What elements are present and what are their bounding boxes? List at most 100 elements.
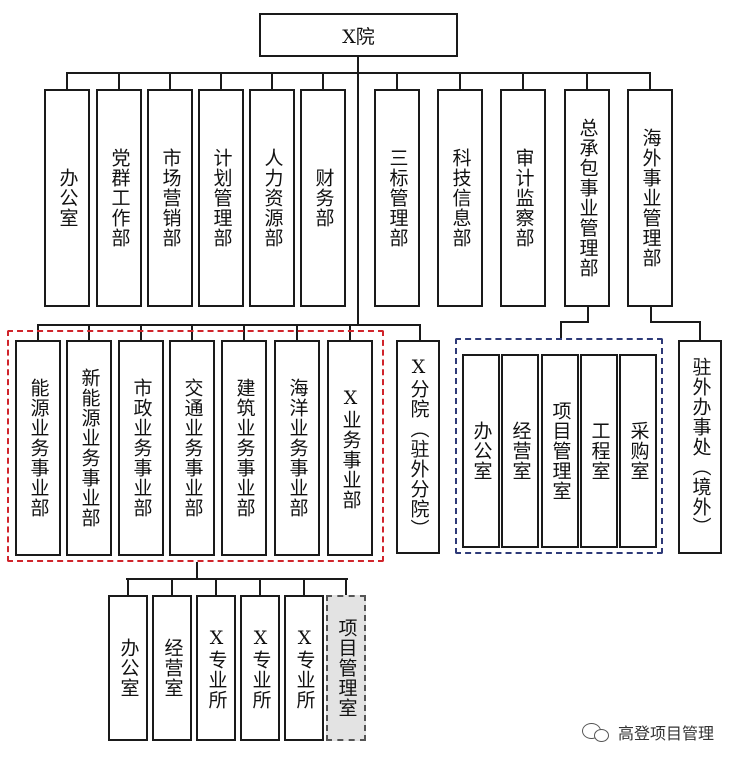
business-unit-box-0-label: 能源业务事业部: [27, 378, 50, 518]
connector-dept-drop-4: [271, 72, 273, 90]
connector-office-drop-4: [303, 578, 305, 596]
connector-dept-drop-0: [66, 72, 68, 90]
dept-box-2-label: 市场营销部: [159, 148, 182, 248]
connector-unit-drop-0: [37, 324, 39, 341]
business-unit-box-3-label: 交通业务事业部: [181, 378, 204, 518]
dept-box-3-label: 计划管理部: [210, 148, 233, 248]
business-unit-box-5: 海洋业务事业部: [274, 340, 320, 556]
dept-box-1-label: 党群工作部: [108, 148, 131, 248]
connector-office-drop-5: [345, 578, 347, 596]
watermark-text: 高登项目管理: [617, 724, 714, 743]
dept-box-4: 人力资源部: [249, 89, 295, 307]
business-unit-box-2-label: 市政业务事业部: [130, 378, 153, 518]
connector-offices-down: [196, 562, 198, 578]
connector-unit-drop-1: [88, 324, 90, 341]
epc-office-box-1: 经营室: [501, 354, 539, 548]
connector-office-drop-3: [259, 578, 261, 596]
connector-dept-drop-1: [118, 72, 120, 90]
business-units-group: [7, 330, 384, 562]
business-unit-box-1-label: 新能源业务事业部: [78, 368, 101, 528]
epc-office-box-3-label: 工程室: [588, 421, 611, 481]
unit-office-box-2-label: X专业所: [205, 626, 228, 710]
connector-dept-drop-5: [322, 72, 324, 90]
unit-office-box-1-label: 经营室: [161, 638, 184, 698]
epc-office-box-1-label: 经营室: [509, 421, 532, 481]
dept-box-10-label: 海外事业管理部: [639, 128, 662, 268]
epc-offices-group: [455, 338, 663, 554]
connector-dept-drop-8: [522, 72, 524, 90]
unit-office-box-3: X专业所: [240, 595, 280, 741]
connector-dept-drop-10: [649, 72, 651, 90]
epc-office-box-0-label: 办公室: [470, 421, 493, 481]
connector-dept-drop-9: [586, 72, 588, 90]
connector-unit-drop-5: [296, 324, 298, 341]
business-unit-box-0: 能源业务事业部: [15, 340, 61, 556]
root-label: X院: [342, 25, 375, 48]
dept-box-0-label: 办公室: [56, 168, 79, 228]
dept-box-2: 市场营销部: [147, 89, 193, 307]
dept-box-9-label: 总承包事业管理部: [576, 118, 599, 278]
unit-office-box-4: X专业所: [284, 595, 324, 741]
dept-box-5: 财务部: [300, 89, 346, 307]
epc-office-box-2: 项目管理室: [541, 354, 579, 548]
connector-unit-bus: [38, 324, 421, 326]
unit-office-box-5-label: 项目管理室: [335, 618, 358, 718]
branch-box: X分院（驻外分院）: [396, 340, 440, 554]
dept-box-8-label: 审计监察部: [512, 148, 535, 248]
connector-epc-group: [560, 321, 562, 338]
connector-epc-bus: [560, 321, 589, 323]
connector-overseas-bus: [650, 321, 701, 323]
unit-office-box-0-label: 办公室: [117, 638, 140, 698]
wechat-icon: [581, 721, 610, 743]
connector-overseas-drop: [699, 321, 701, 340]
epc-office-box-2-label: 项目管理室: [549, 401, 572, 501]
dept-box-7-label: 科技信息部: [449, 148, 472, 248]
connector-office-drop-0: [127, 578, 129, 596]
watermark: 高登项目管理: [581, 720, 714, 744]
unit-office-box-4-label: X专业所: [293, 626, 316, 710]
branch-label: X分院（驻外分院）: [407, 355, 430, 539]
dept-box-6-label: 三标管理部: [386, 148, 409, 248]
connector-dept-drop-6: [396, 72, 398, 90]
connector-dept-drop-2: [169, 72, 171, 90]
connector-branch-drop: [419, 324, 421, 341]
business-unit-box-4-label: 建筑业务事业部: [233, 378, 256, 518]
dept-box-1: 党群工作部: [96, 89, 142, 307]
dept-box-7: 科技信息部: [437, 89, 483, 307]
epc-office-box-0: 办公室: [462, 354, 500, 548]
unit-office-box-2: X专业所: [196, 595, 236, 741]
epc-office-box-4: 采购室: [619, 354, 657, 548]
business-unit-box-2: 市政业务事业部: [118, 340, 164, 556]
business-unit-box-6: X业务事业部: [327, 340, 373, 556]
business-unit-box-6-label: X业务事业部: [339, 386, 362, 510]
connector-dept-drop-3: [220, 72, 222, 90]
connector-dept-bus: [67, 72, 651, 74]
connector-unit-drop-3: [191, 324, 193, 341]
unit-office-box-1: 经营室: [152, 595, 192, 741]
business-unit-box-5-label: 海洋业务事业部: [286, 378, 309, 518]
connector-epc-down: [587, 306, 589, 322]
dept-box-5-label: 财务部: [312, 168, 335, 228]
dept-box-10: 海外事业管理部: [627, 89, 673, 307]
root-box: X院: [259, 13, 458, 57]
connector-overseas-down: [650, 306, 652, 322]
dept-box-6: 三标管理部: [374, 89, 420, 307]
overseas-office-box: 驻外办事处（境外）: [678, 340, 722, 554]
business-unit-box-1: 新能源业务事业部: [66, 340, 112, 556]
connector-root-trunk: [357, 56, 359, 326]
dept-box-3: 计划管理部: [198, 89, 244, 307]
overseas-office-label: 驻外办事处（境外）: [689, 357, 712, 537]
dept-box-0: 办公室: [44, 89, 90, 307]
connector-unit-drop-2: [140, 324, 142, 341]
dept-box-8: 审计监察部: [500, 89, 546, 307]
dept-box-4-label: 人力资源部: [261, 148, 284, 248]
dept-box-9: 总承包事业管理部: [564, 89, 610, 307]
connector-dept-drop-7: [459, 72, 461, 90]
business-unit-box-3: 交通业务事业部: [169, 340, 215, 556]
epc-office-box-4-label: 采购室: [627, 421, 650, 481]
unit-office-box-3-label: X专业所: [249, 626, 272, 710]
connector-office-drop-1: [171, 578, 173, 596]
connector-unit-drop-6: [349, 324, 351, 341]
epc-office-box-3: 工程室: [580, 354, 618, 548]
